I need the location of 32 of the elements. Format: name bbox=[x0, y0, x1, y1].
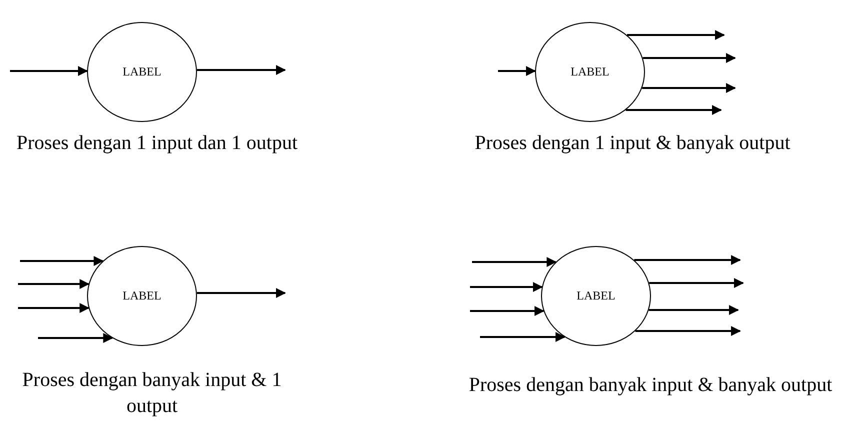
arrow bbox=[470, 282, 543, 292]
process-circle bbox=[87, 246, 197, 346]
arrow bbox=[626, 105, 722, 115]
arrow bbox=[649, 278, 744, 288]
process-circle bbox=[535, 22, 645, 122]
process-circle bbox=[87, 22, 197, 122]
node-label: Proses dengan banyak input & banyak output bbox=[468, 373, 834, 398]
arrow bbox=[627, 30, 725, 40]
arrow bbox=[642, 53, 736, 63]
arrow bbox=[196, 288, 286, 298]
node-label: Proses dengan banyak input & 1 output bbox=[21, 368, 283, 419]
arrow bbox=[10, 66, 88, 76]
arrow bbox=[470, 306, 545, 316]
arrow bbox=[635, 326, 741, 336]
arrow bbox=[472, 257, 557, 267]
process-circle bbox=[541, 246, 651, 346]
arrow bbox=[642, 83, 736, 93]
node-label: LABEL bbox=[570, 64, 610, 80]
arrow bbox=[196, 65, 286, 75]
arrow bbox=[38, 333, 114, 343]
arrow bbox=[648, 305, 739, 315]
node-label: Proses dengan 1 input & banyak output bbox=[474, 131, 792, 156]
arrow bbox=[498, 66, 536, 76]
node-label: LABEL bbox=[576, 288, 616, 304]
arrow bbox=[18, 279, 90, 289]
node-label: LABEL bbox=[122, 64, 162, 80]
arrow bbox=[18, 303, 90, 313]
arrow bbox=[480, 332, 566, 342]
arrow bbox=[634, 255, 741, 265]
node-label: Proses dengan 1 input dan 1 output bbox=[15, 131, 299, 156]
arrow bbox=[20, 256, 104, 266]
node-label: LABEL bbox=[122, 288, 162, 304]
